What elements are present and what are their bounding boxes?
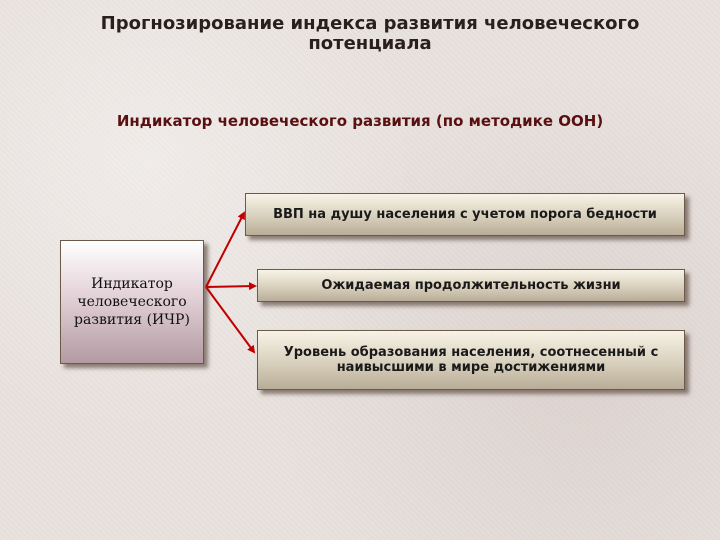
target-box-life-expectancy: Ожидаемая продолжительность жизни xyxy=(257,269,685,302)
target-box-gdp: ВВП на душу населения с учетом порога бе… xyxy=(245,193,685,236)
arrow-to-life-expectancy xyxy=(205,282,257,291)
target-label-gdp: ВВП на душу населения с учетом порога бе… xyxy=(273,207,657,222)
hdi-source-box: Индикатор человеческого развития (ИЧР) xyxy=(60,240,204,364)
slide-title: Прогнозирование индекса развития человеч… xyxy=(100,13,640,54)
slide-subtitle: Индикатор человеческого развития (по мет… xyxy=(116,112,604,130)
hdi-source-label: Индикатор человеческого развития (ИЧР) xyxy=(74,276,190,328)
arrow-to-gdp xyxy=(205,211,245,288)
target-label-education: Уровень образования населения, соотнесен… xyxy=(283,345,659,375)
target-box-education: Уровень образования населения, соотнесен… xyxy=(257,330,685,390)
target-label-life-expectancy: Ожидаемая продолжительность жизни xyxy=(321,278,621,293)
arrow-to-education xyxy=(205,286,256,354)
